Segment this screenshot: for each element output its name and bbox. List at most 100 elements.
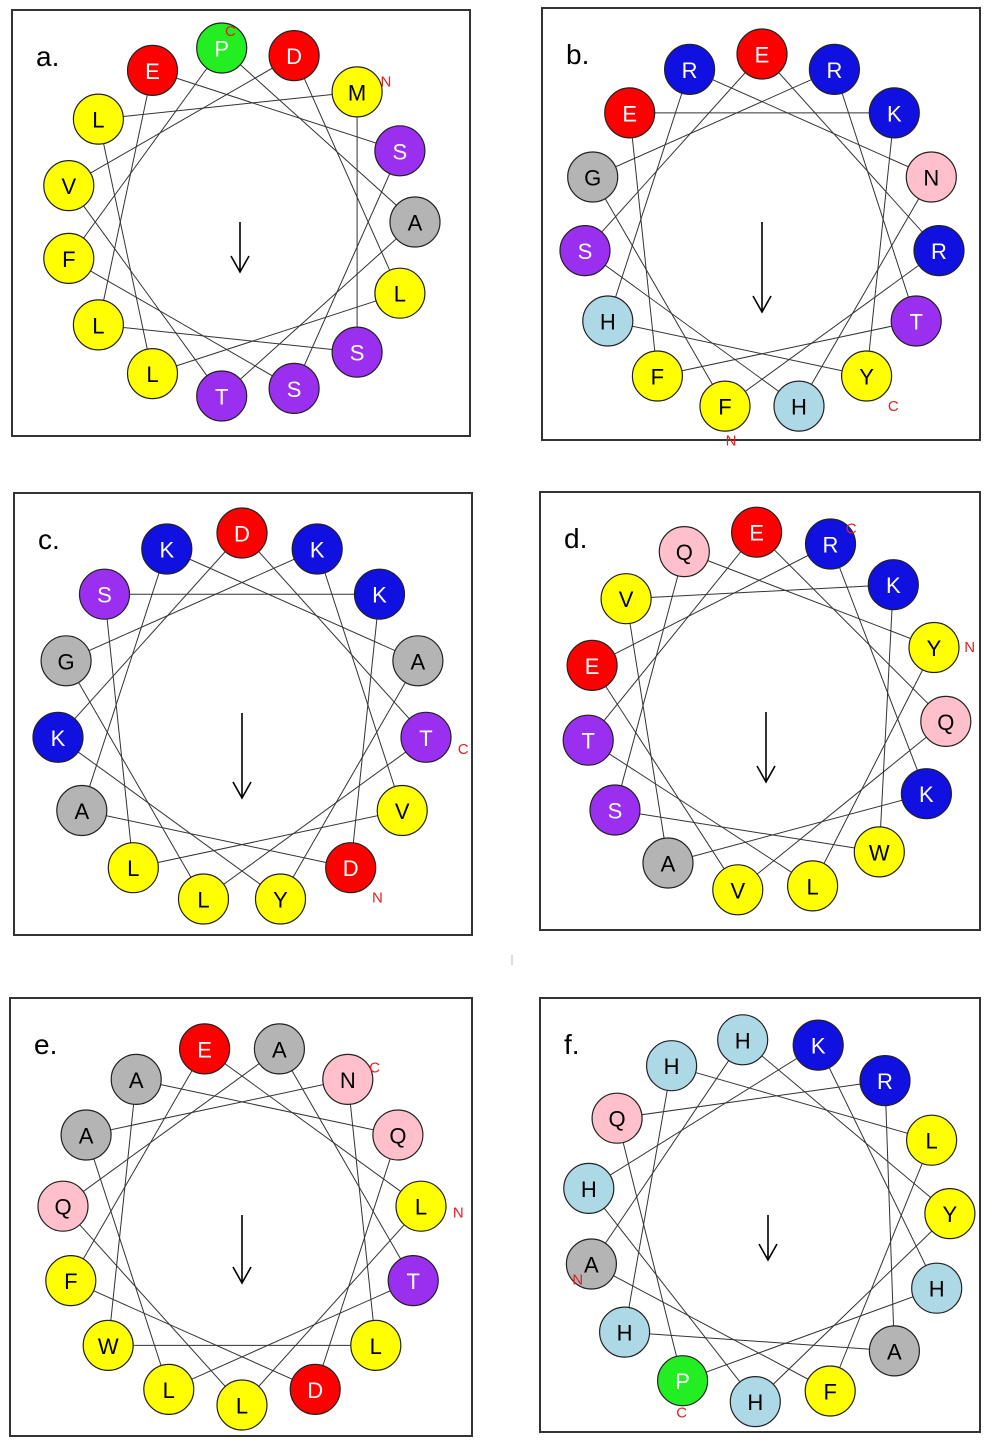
residue-letter: F [64, 1269, 77, 1294]
residue: V [600, 573, 652, 625]
connector-line [62, 1205, 243, 1406]
residue-letter: S [578, 239, 593, 264]
residue: H [773, 380, 825, 432]
residue-circle [331, 66, 383, 118]
connector-line [756, 531, 947, 722]
residue-circle [216, 1379, 268, 1431]
terminus-label: C [676, 1405, 687, 1422]
residue-letter: L [370, 1334, 382, 1359]
residue-circle [566, 639, 618, 692]
residue-letter: L [127, 856, 139, 881]
residue-circle [773, 380, 825, 432]
connector-line [833, 69, 917, 322]
residue-letter: H [664, 1054, 680, 1079]
terminus-label: C [458, 741, 469, 758]
residue-letter: L [197, 888, 209, 913]
residue-circle [374, 267, 426, 319]
connector-line [607, 69, 691, 322]
residue: F [804, 1365, 856, 1417]
connector-line [241, 532, 427, 738]
connector-line [347, 1079, 377, 1346]
residue: AN [565, 1238, 618, 1290]
residue: L [374, 267, 426, 319]
connector-line [316, 548, 403, 811]
residue-circle [598, 1306, 651, 1358]
connector-line [617, 1080, 886, 1119]
residue: YC [840, 350, 899, 415]
residue-letter: L [146, 362, 158, 387]
residue-letter: D [343, 856, 359, 881]
connector-lines [68, 47, 416, 397]
connector-line [591, 543, 831, 666]
residue-circle [890, 295, 942, 347]
residue: S [331, 326, 383, 378]
residue: V [43, 160, 95, 212]
connector-line [68, 55, 295, 187]
residue-letter: D [234, 522, 250, 547]
residue-circle [562, 714, 614, 766]
residue: F [631, 350, 684, 402]
residue-letter: K [886, 573, 901, 598]
residue-circle [60, 1109, 112, 1161]
residue-letter: W [869, 840, 890, 865]
connector-line [221, 47, 416, 223]
residue-circle [179, 1023, 231, 1075]
residue-circle [729, 1375, 781, 1428]
residue-circle [730, 506, 783, 558]
residue-circle [322, 1053, 374, 1106]
residue-circle [591, 1092, 643, 1144]
residue-letter: K [811, 1034, 826, 1059]
residue-circle [656, 1355, 709, 1407]
hydrophobic-moment-arrow [232, 1215, 252, 1285]
connector-line [68, 185, 223, 397]
residue-circle [559, 225, 611, 277]
connector-line [68, 47, 223, 259]
residue-circle [565, 1238, 618, 1290]
residue-circle [905, 1114, 958, 1166]
residue-letter: E [197, 1037, 212, 1062]
residue-circle [868, 87, 920, 139]
connector-line [107, 1079, 137, 1346]
residue-circle [143, 1363, 195, 1416]
residue-letter: S [350, 341, 365, 366]
residue-circle [395, 1180, 447, 1232]
residue-circle [642, 837, 694, 889]
residue-letter: H [747, 1390, 763, 1415]
residue: L [350, 1319, 402, 1372]
residue-letter: A [74, 799, 89, 824]
residue: Q [37, 1180, 89, 1232]
residue-circle [589, 784, 641, 836]
connector-line [204, 1048, 422, 1207]
residue-circle [867, 559, 919, 611]
residue: Q [658, 525, 710, 578]
residue-circle [859, 1054, 911, 1107]
residue: L [107, 842, 159, 894]
residue-letter: F [718, 395, 731, 420]
connector-line [754, 1213, 951, 1402]
residue: E [126, 44, 179, 97]
connector-line [97, 118, 153, 374]
residue: K [141, 523, 193, 575]
connector-line [592, 176, 726, 407]
connector-line [614, 551, 685, 811]
connector-line [166, 548, 419, 662]
connector-line [133, 810, 403, 869]
residue: T [387, 1254, 439, 1307]
residue: H [729, 1375, 781, 1428]
residue-letter: E [145, 59, 160, 84]
residue: Q [591, 1092, 643, 1144]
residue: Y [254, 873, 307, 925]
connector-line [817, 1044, 938, 1289]
residue-circle [645, 1040, 698, 1092]
residue: L [216, 1379, 268, 1431]
residue: RC [804, 518, 857, 570]
connector-line [278, 1048, 414, 1281]
residue-circle [177, 873, 230, 925]
residue-circle [376, 784, 428, 837]
connector-line [591, 665, 739, 891]
residue: K [792, 1019, 844, 1071]
connector-line [65, 660, 204, 900]
connector-line [866, 112, 895, 377]
